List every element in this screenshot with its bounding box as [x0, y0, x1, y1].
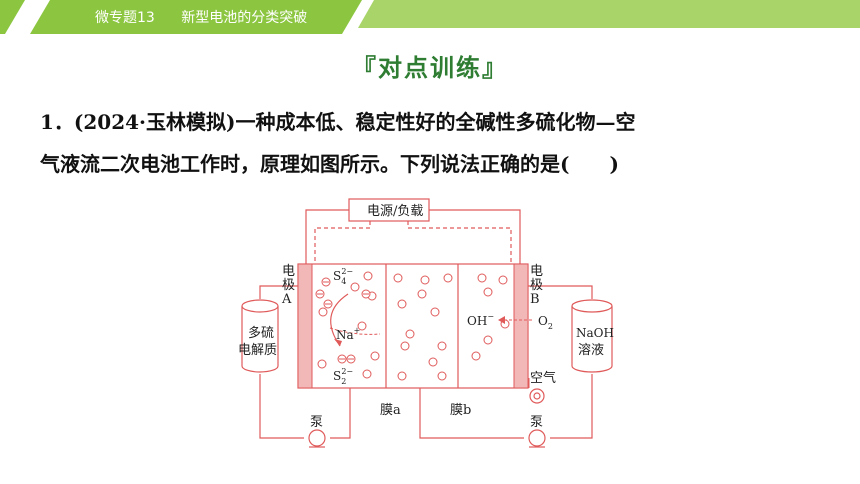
electrode-a-label-2: 极 [282, 278, 295, 293]
pipe-left-return [330, 388, 351, 439]
right-tank-label-2: 溶液 [578, 343, 604, 358]
membrane-a-label: 膜a [380, 403, 401, 418]
pipe-left-top [259, 285, 298, 299]
pump-left-icon [308, 429, 326, 447]
o2-label: O2 [538, 314, 553, 331]
battery-diagram: 电源/负载 电 极 A 电 极 B 多硫 电解质 NaOH 溶液 S42− S2… [220, 196, 640, 460]
pipe-right-top [528, 285, 593, 299]
pump-right-label: 泵 [530, 415, 543, 430]
electrode-b-label-3: B [530, 292, 540, 307]
wire-right-outer [429, 209, 521, 264]
pipe-right-return [419, 388, 524, 439]
left-tank-label-1: 多硫 [248, 325, 274, 341]
electrode-b [513, 263, 529, 389]
membrane-b-label: 膜b [450, 403, 471, 418]
electrode-b-label-1: 电 [530, 264, 543, 279]
air-label: 空气 [530, 370, 556, 386]
battery-diagram-svg: 电源/负载 电 极 A 电 极 B 多硫 电解质 NaOH 溶液 S42− S2… [238, 198, 614, 448]
s4-label: S42− [333, 267, 353, 286]
wire-left-outer [305, 209, 349, 264]
right-tank-top [571, 299, 613, 313]
topic-number: 微专题13 [95, 10, 155, 26]
right-tank-body [571, 306, 613, 373]
topic-title: 新型电池的分类突破 [181, 10, 308, 26]
question-line-1: 1．(2024·玉林模拟)一种成本低、稳定性好的全碱性多硫化物—空 [40, 110, 636, 134]
electrode-b-label-2: 极 [530, 278, 543, 293]
pump-right-icon [528, 429, 546, 447]
pipe-right-bottom [550, 374, 593, 439]
electrode-a-label-3: A [281, 292, 292, 307]
question-line-2: 气液流二次电池工作时，原理如图所示。下列说法正确的是( ) [40, 152, 619, 176]
s2-label: S22− [333, 367, 353, 386]
na-label: Na+ [336, 326, 360, 342]
pump-left-label: 泵 [310, 415, 323, 430]
oh-label: OH− [467, 312, 494, 328]
left-tank-body [241, 306, 279, 373]
wire-left-dashed [314, 221, 371, 264]
question: 1．(2024·玉林模拟)一种成本低、稳定性好的全碱性多硫化物—空 气液流二次电… [40, 101, 840, 185]
left-tank-label-2: 电解质 [238, 343, 277, 358]
electrode-a [297, 263, 313, 389]
power-source-label: 电源/负载 [367, 204, 423, 219]
pipe-left-bottom [259, 374, 304, 439]
right-tank-label-1: NaOH [576, 326, 614, 340]
banner-shape [0, 0, 860, 34]
left-tank-top [241, 299, 279, 313]
section-title: 『对点训练』 [352, 54, 508, 82]
top-banner: 微专题13 新型电池的分类突破 [0, 0, 860, 34]
wire-right-dashed [407, 221, 512, 264]
electrode-a-label-1: 电 [282, 264, 295, 279]
